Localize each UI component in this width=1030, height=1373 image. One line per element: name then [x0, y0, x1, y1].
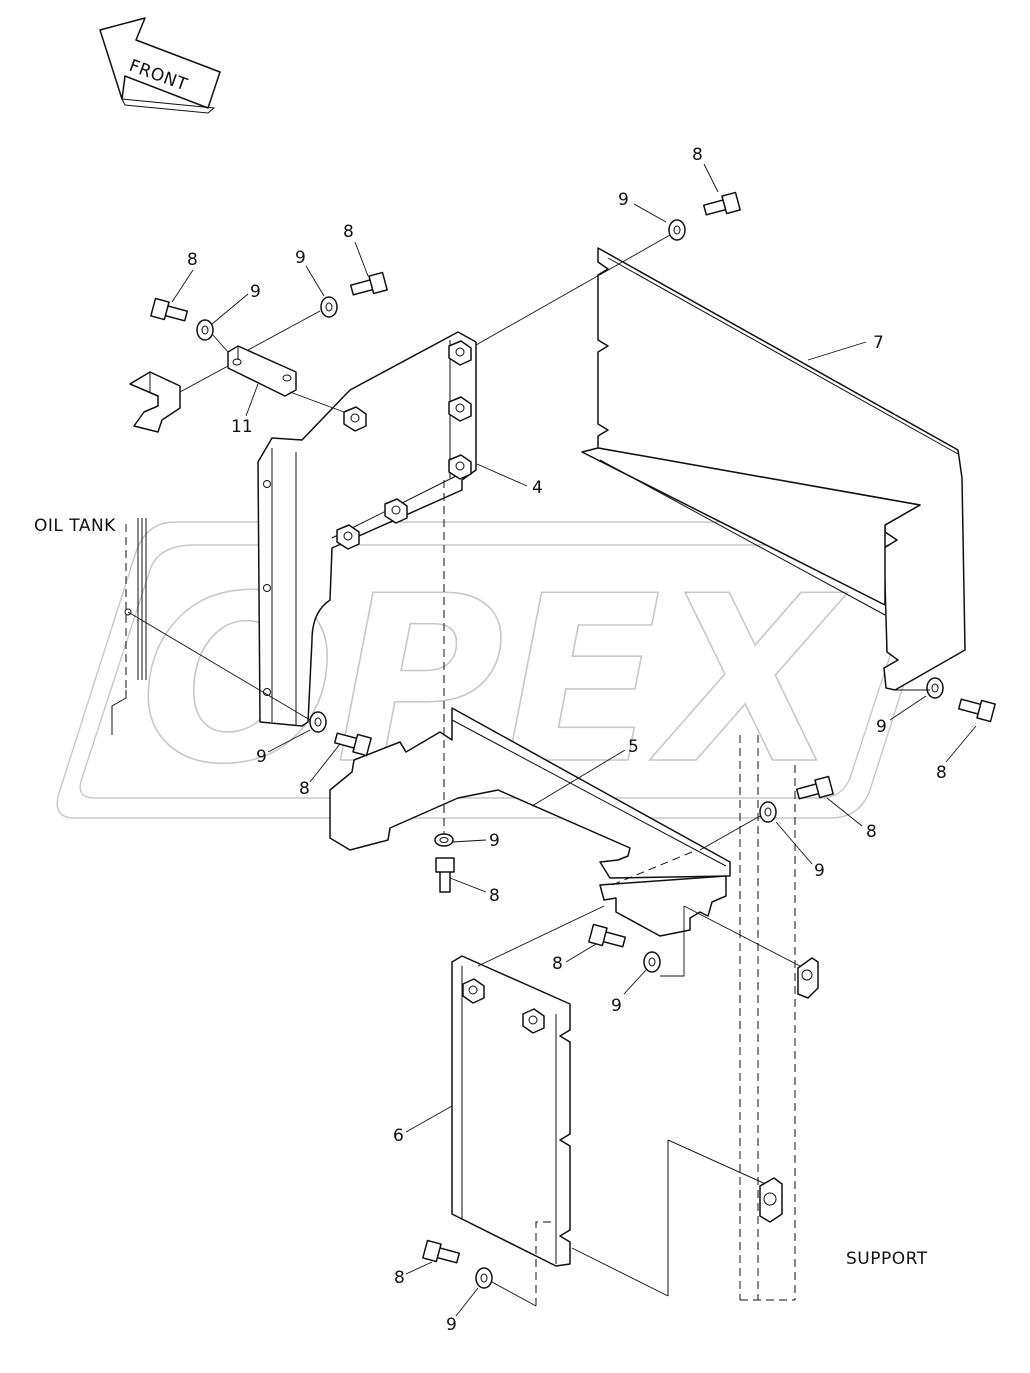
callouts: 8 9 8 9 8 9 11 4 7 5 9 8 9 8 8 9 9 8 8 9… — [187, 145, 947, 1335]
cover-plate-7 — [581, 247, 966, 691]
bracket-5 — [329, 707, 731, 937]
washer-icon — [926, 677, 944, 699]
callout-9: 9 — [489, 831, 500, 851]
callout-8: 8 — [866, 822, 877, 842]
callout-8: 8 — [552, 954, 563, 974]
callout-9: 9 — [618, 190, 629, 210]
callout-8: 8 — [343, 222, 354, 242]
callout-8: 8 — [936, 763, 947, 783]
callout-8: 8 — [692, 145, 703, 165]
callout-9: 9 — [876, 717, 887, 737]
callout-9: 9 — [446, 1315, 457, 1335]
support-label: SUPPORT — [846, 1249, 928, 1269]
bolts — [150, 191, 996, 1264]
callout-9: 9 — [250, 282, 261, 302]
callout-7: 7 — [873, 333, 884, 353]
callout-8: 8 — [489, 886, 500, 906]
washers — [196, 219, 944, 1289]
clamp-11 — [227, 345, 297, 397]
bolt-icon — [422, 1239, 461, 1264]
nut-icon — [448, 340, 472, 366]
oil-tank-label: OIL TANK — [34, 516, 116, 536]
callout-11: 11 — [231, 417, 253, 437]
washer-icon — [759, 801, 777, 823]
washer-icon — [309, 711, 327, 733]
bolt-icon — [150, 297, 189, 322]
tank-bracket — [129, 371, 181, 433]
callout-8: 8 — [394, 1268, 405, 1288]
bolt-icon — [795, 775, 834, 800]
bolt-icon — [702, 191, 741, 216]
washer-icon — [196, 319, 214, 341]
callout-9: 9 — [611, 996, 622, 1016]
assembly-lines — [127, 234, 930, 1307]
washer-icon — [475, 1267, 493, 1289]
bolt-icon — [588, 923, 627, 948]
bolt-icon — [435, 857, 455, 893]
nut-icon — [448, 454, 472, 480]
front-arrow: FRONT — [99, 17, 221, 114]
plate-6 — [451, 955, 571, 1267]
bolt-icon — [349, 271, 388, 296]
callout-9: 9 — [256, 747, 267, 767]
callout-8: 8 — [299, 779, 310, 799]
callout-6: 6 — [393, 1126, 404, 1146]
callout-leaders — [171, 163, 977, 1317]
washer-icon — [668, 219, 686, 241]
callout-8: 8 — [187, 250, 198, 270]
nut-icon — [462, 978, 485, 1004]
weld-nuts — [336, 340, 472, 550]
callout-9: 9 — [295, 248, 306, 268]
oil-tank-edge — [111, 518, 147, 735]
washer-icon — [434, 833, 454, 847]
nut-icon — [522, 1008, 545, 1034]
washer-icon — [643, 951, 661, 973]
callout-9: 9 — [814, 861, 825, 881]
callout-4: 4 — [532, 478, 543, 498]
nut-icon — [336, 524, 360, 550]
bolt-icon — [957, 698, 996, 723]
bolt-icon — [333, 732, 372, 757]
washer-icon — [320, 296, 338, 318]
support-column — [667, 735, 819, 1301]
nut-icon — [448, 396, 472, 422]
callout-5: 5 — [628, 737, 639, 757]
nut-icon — [384, 498, 408, 524]
nut-icon — [343, 406, 367, 432]
